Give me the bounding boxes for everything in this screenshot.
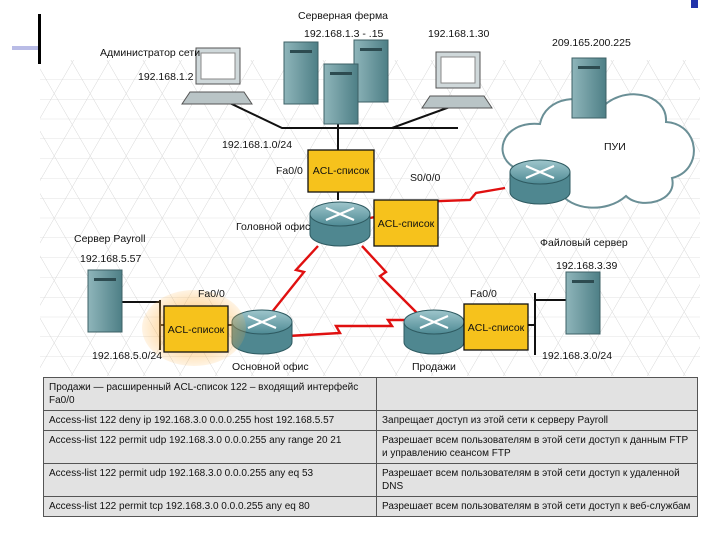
acl-box-head-top: ACL-список (307, 149, 375, 193)
acl-box-head-right-label: ACL-список (378, 218, 435, 230)
acl-rule-desc: Разрешает всем пользователям в этой сети… (376, 496, 698, 517)
sales-label: Продажи (412, 361, 456, 373)
base-office-label: Основной офис (232, 361, 309, 373)
lan1-label: 192.168.1.0/24 (222, 139, 292, 151)
diagram-labels: Администратор сети 192.168.1.2 Серверная… (74, 10, 631, 373)
file-ip-label: 192.168.3.39 (556, 260, 617, 272)
isp-ip-label: 209.165.200.225 (552, 37, 631, 49)
acl-box-sales-label: ACL-список (468, 322, 525, 334)
sales-router-icon (403, 309, 465, 355)
admin-ip-label: 192.168.1.2 (138, 71, 194, 83)
acl-box-head-top-label: ACL-список (313, 165, 370, 177)
table-row: Access-list 122 deny ip 192.168.3.0 0.0.… (43, 410, 698, 431)
payroll-server-icon (87, 269, 123, 333)
head-office-label: Головной офис (236, 221, 310, 233)
acl-table-header-empty (376, 377, 698, 411)
payroll-ip-label: 192.168.5.57 (80, 253, 141, 265)
network-diagram: ACL-список ACL-список ACL-список ACL-спи… (40, 10, 700, 376)
acl-rule: Access-list 122 permit tcp 192.168.3.0 0… (43, 496, 377, 517)
acl-box-base-label: ACL-список (168, 324, 225, 336)
table-row: Access-list 122 permit udp 192.168.3.0 0… (43, 463, 698, 497)
fa0-sales-label: Fa0/0 (470, 288, 497, 300)
acl-rule: Access-list 122 permit udp 192.168.3.0 0… (43, 463, 377, 497)
acl-table-header-row: Продажи — расширенный ACL-список 122 – в… (43, 377, 698, 411)
fa0-base-label: Fa0/0 (198, 288, 225, 300)
table-row: Access-list 122 permit tcp 192.168.3.0 0… (43, 496, 698, 517)
admin-pc-icon (181, 47, 253, 105)
fa0-main-label: Fa0/0 (276, 165, 303, 177)
acl-rule-desc: Разрешает всем пользователям в этой сети… (376, 463, 698, 497)
file-server-icon (565, 271, 601, 335)
isp-label: ПУИ (604, 141, 626, 153)
acl-box-sales: ACL-список (463, 303, 529, 351)
lan3-label: 192.168.3.0/24 (542, 350, 612, 362)
workstation-pc-icon (421, 51, 493, 109)
pc2-ip-label: 192.168.1.30 (428, 28, 489, 40)
corner-mark (691, 0, 698, 8)
head-office-router-icon (309, 201, 371, 247)
server-farm-ip-label: 192.168.1.3 - .15 (304, 28, 384, 40)
base-office-router-icon (231, 309, 293, 355)
lan5-label: 192.168.5.0/24 (92, 350, 162, 362)
acl-rule-desc: Запрещает доступ из этой сети к серверу … (376, 410, 698, 431)
isp-server-icon (571, 57, 607, 119)
server-farm-icon (283, 39, 389, 125)
acl-table-header: Продажи — расширенный ACL-список 122 – в… (43, 377, 377, 411)
acl-box-base: ACL-список (142, 290, 246, 366)
title-bar-mark (38, 14, 41, 64)
s000-label: S0/0/0 (410, 172, 441, 184)
acl-rule: Access-list 122 deny ip 192.168.3.0 0.0.… (43, 410, 377, 431)
title-dash-mark (12, 46, 38, 50)
admin-label: Администратор сети (100, 47, 200, 59)
acl-table: Продажи — расширенный ACL-список 122 – в… (43, 377, 698, 517)
table-row: Access-list 122 permit udp 192.168.3.0 0… (43, 430, 698, 464)
acl-rule: Access-list 122 permit udp 192.168.3.0 0… (43, 430, 377, 464)
file-server-label: Файловый сервер (540, 237, 628, 249)
isp-router-icon (509, 159, 571, 205)
acl-rule-desc: Разрешает всем пользователям в этой сети… (376, 430, 698, 464)
server-farm-label: Серверная ферма (298, 10, 388, 22)
acl-box-head-right: ACL-список (373, 199, 439, 247)
payroll-server-label: Сервер Payroll (74, 233, 145, 245)
